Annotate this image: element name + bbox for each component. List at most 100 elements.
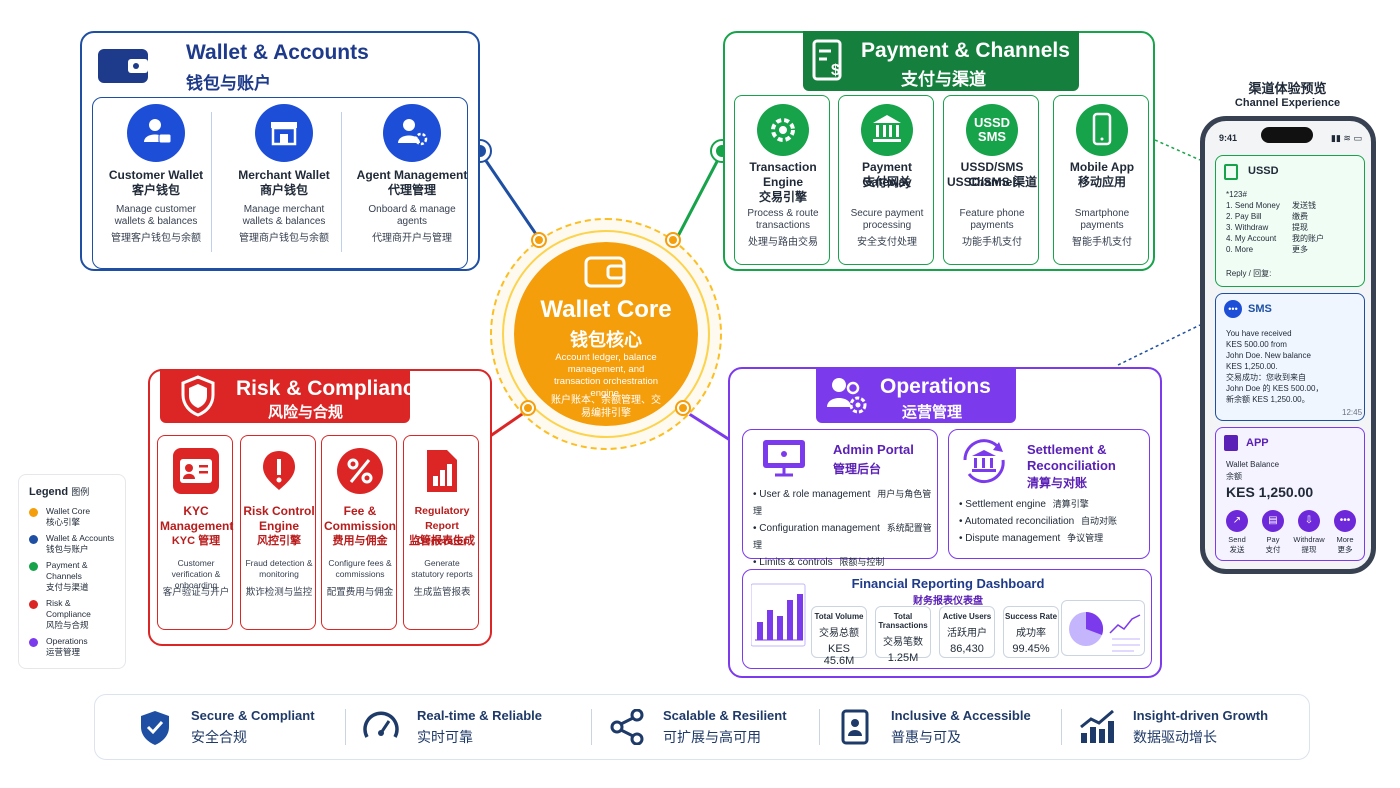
kpi-label: Success Rate	[1004, 612, 1058, 621]
action-label-zh: 更多	[1337, 545, 1353, 554]
ussd-code: *123#	[1226, 190, 1247, 199]
card-desc: Onboard & manage agents	[368, 204, 456, 227]
list-item: Dispute management 争议管理	[959, 530, 1149, 547]
legend-zh: 钱包与账户	[46, 544, 89, 554]
item-zh: 自动对账	[1081, 516, 1118, 526]
settle-title-zh: 清算与对账	[1027, 476, 1088, 490]
list-item: Settlement engine 清算引擎	[959, 496, 1149, 513]
legend-title: Legend	[29, 486, 69, 498]
settle-title2: Reconciliation	[1027, 458, 1116, 473]
item-en: Automated reconciliation	[964, 516, 1075, 527]
legend-en: Risk & Compliance	[46, 598, 91, 619]
card-desc-zh: 生成监管报表	[413, 587, 471, 598]
risk-title: Risk & Compliance	[236, 377, 427, 400]
ussd-option-zh: 发送钱	[1292, 201, 1316, 210]
card-desc: Manage customer wallets & balances	[114, 204, 198, 227]
kpi-label-zh: 成功率	[1016, 628, 1046, 639]
customer-wallet-icon	[127, 104, 185, 162]
card-name: Risk Control Engine	[243, 504, 315, 533]
legend-dot	[29, 600, 38, 609]
list-item: Automated reconciliation 自动对账	[959, 513, 1149, 530]
card-name-zh: 移动应用	[1077, 175, 1126, 189]
feature-label-zh: 实时可靠	[417, 728, 473, 745]
item-en: Dispute management	[965, 533, 1061, 544]
phone-time: 9:41	[1219, 133, 1238, 143]
ussd-title: USSD	[1248, 165, 1279, 177]
card-desc: Feature phone payments	[959, 208, 1025, 231]
card-name: USSD/SMS Channel	[960, 160, 1024, 189]
channel-heading: 渠道体验预览 Channel Experience	[1200, 78, 1375, 109]
item-en: Settlement engine	[965, 499, 1046, 510]
card-desc-zh: 管理客户钱包与余额	[111, 233, 201, 244]
card-name-zh: 代理管理	[387, 183, 436, 197]
legend-zh: 风险与合规	[46, 620, 89, 630]
feature-label: Real-time & Reliable	[417, 707, 542, 723]
receipt-icon: $	[811, 39, 845, 83]
kpi-value: KES 45.6M	[823, 643, 855, 667]
smartphone-icon	[1076, 104, 1128, 156]
kpi-label: Active Users	[942, 612, 992, 621]
list-item: User & role management 用户与角色管理	[753, 486, 937, 520]
action-label-zh: 发送	[1229, 545, 1245, 554]
kpi-label-zh: 交易总额	[819, 628, 859, 639]
admin-title-zh: 管理后台	[833, 462, 882, 476]
ussd-option[interactable]: 2. Pay Bill 缴费	[1226, 211, 1362, 222]
dashboard-card: Financial Reporting Dashboard 财务报表仪表盘 To…	[742, 569, 1152, 669]
wallet-icon	[98, 45, 150, 85]
admin-title: Admin Portal	[833, 442, 914, 457]
card-name: Customer Wallet	[108, 168, 204, 182]
card-desc: Fraud detection & monitoring	[245, 558, 313, 579]
ussd-option-en: 2. Pay Bill	[1226, 212, 1262, 221]
percent-icon	[337, 448, 383, 494]
card-desc-zh: 客户验证与开户	[162, 587, 230, 598]
network-icon	[609, 708, 645, 746]
svg-text:$: $	[831, 62, 840, 79]
ussd-reply[interactable]: Reply / 回复:	[1226, 269, 1272, 278]
card-desc: Customer verification & onboarding	[171, 558, 221, 590]
agent-gear-icon	[383, 104, 441, 162]
item-en: User & role management	[759, 489, 871, 500]
bank-sync-icon	[959, 438, 1009, 484]
ussd-option-zh: 我的账户	[1292, 234, 1324, 243]
ussd-option-zh: 缴费	[1292, 212, 1308, 221]
card-name-zh: 监管报表生成	[409, 535, 475, 547]
action-label-zh: 提现	[1301, 545, 1317, 554]
legend-zh: 核心引擎	[46, 517, 81, 527]
feature-divider	[819, 709, 820, 745]
card-desc-zh: 欺诈检测与监控	[245, 587, 313, 598]
core-desc-zh: 账户账本、余额管理、交易编排引擎	[551, 395, 661, 419]
card-desc: Process & route transactions	[747, 208, 819, 231]
bank-icon	[861, 104, 913, 156]
action-label: Send	[1228, 535, 1246, 544]
wallet-core: Wallet Core 钱包核心 Account ledger, balance…	[514, 242, 698, 426]
legend-en: Wallet & Accounts	[46, 533, 115, 543]
card-desc-zh: 代理商开户与管理	[372, 233, 452, 244]
action-label-zh: 支付	[1265, 545, 1281, 554]
